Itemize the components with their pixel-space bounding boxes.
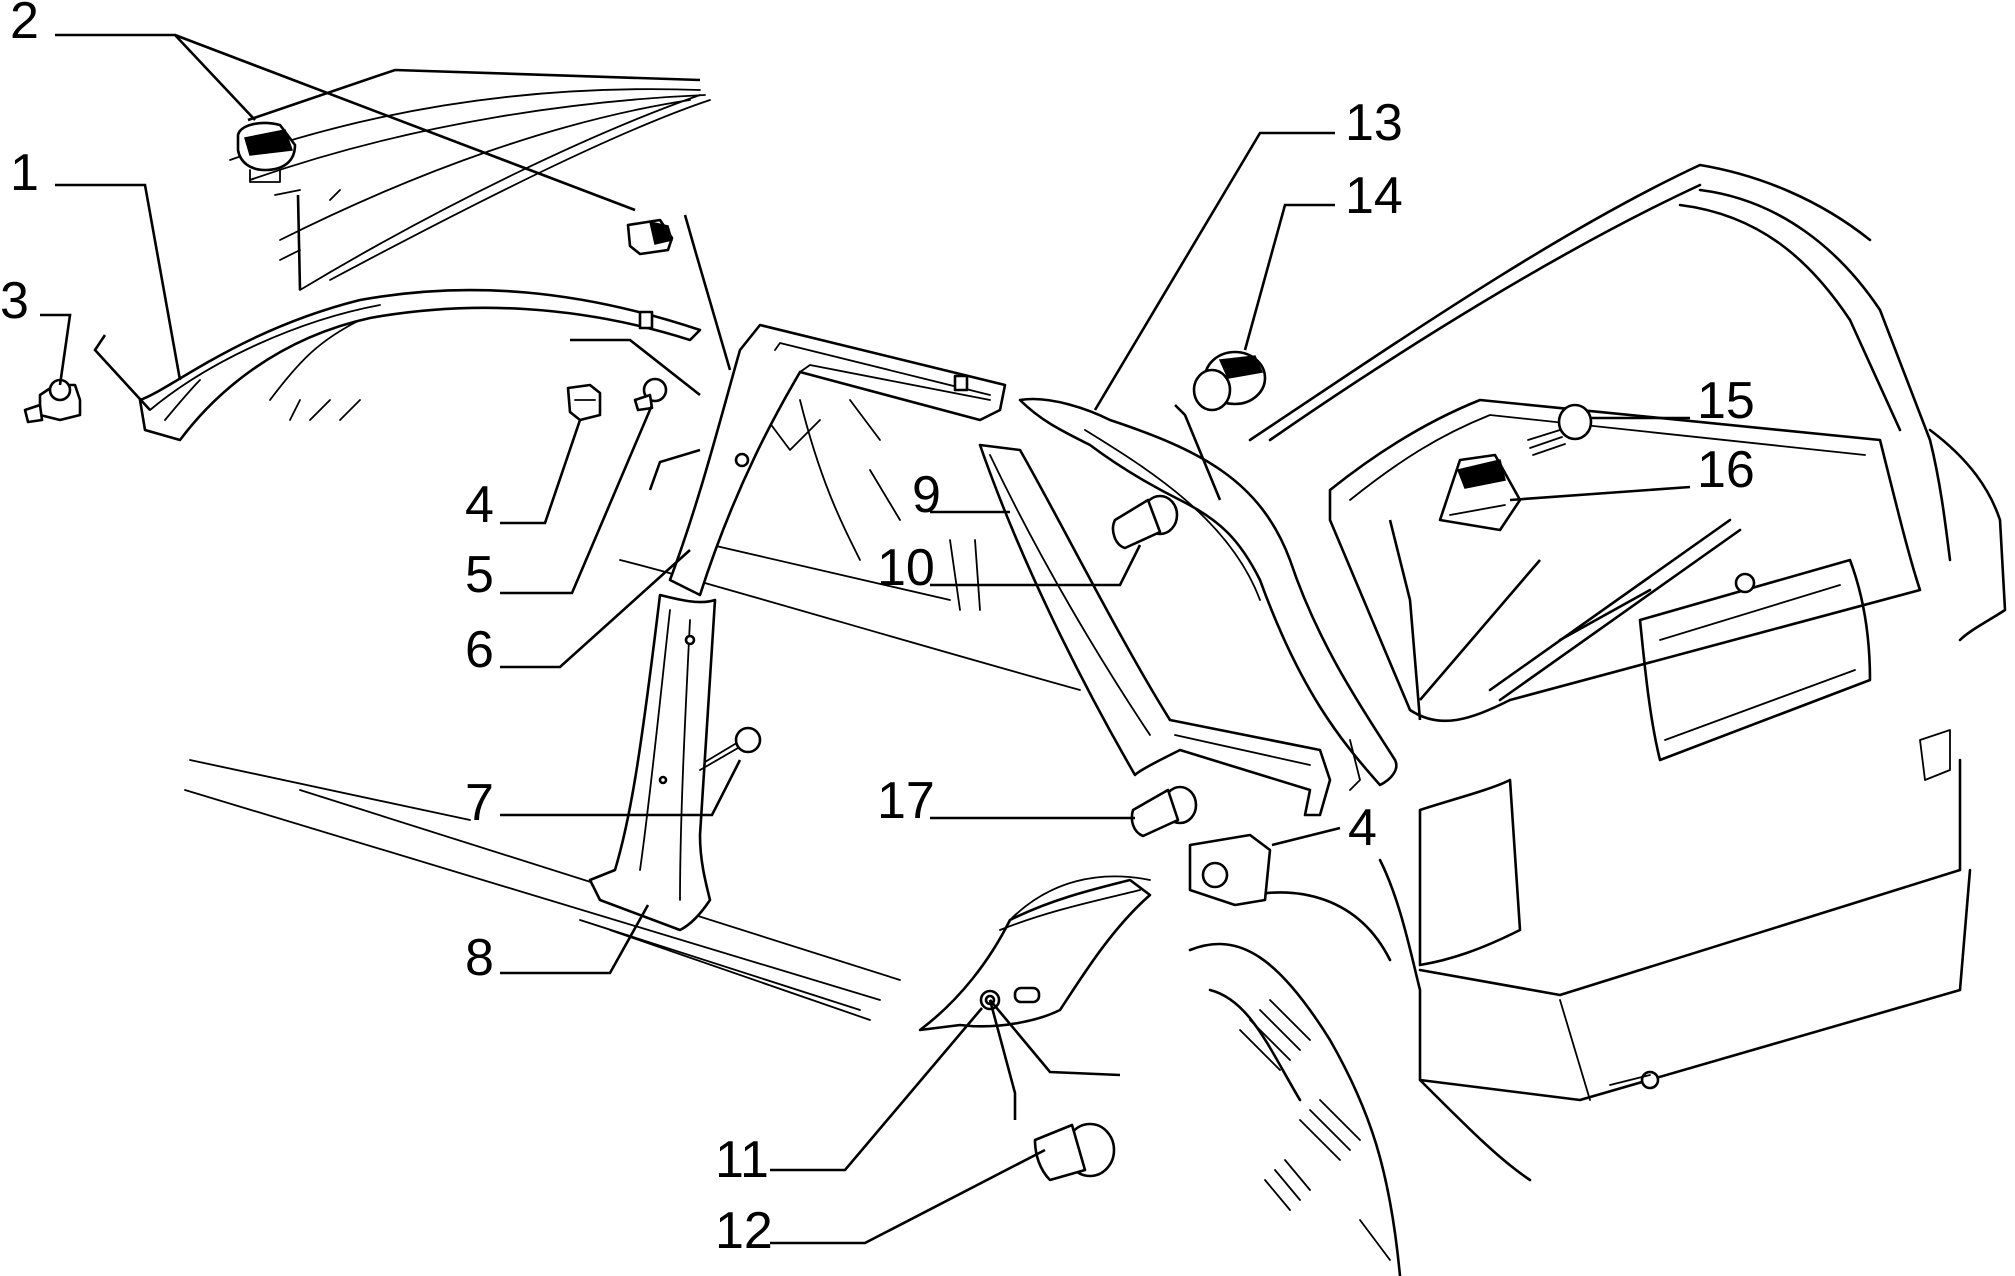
- part-1-a-pillar-trim: [138, 288, 702, 442]
- callout-4-right: 4: [1348, 799, 1377, 857]
- callout-8: 8: [465, 929, 494, 987]
- leader-lines: [40, 33, 1691, 1245]
- part-9-c-pillar-trim: [978, 443, 1332, 817]
- callout-7: 7: [465, 774, 494, 832]
- part-4-clip-right: [1188, 833, 1272, 907]
- callout-15: 15: [1697, 372, 1755, 430]
- callout-16: 16: [1697, 441, 1755, 499]
- callout-3: 3: [0, 272, 29, 330]
- part-4-clip-left: [566, 383, 602, 422]
- callout-2: 2: [10, 0, 39, 50]
- part-8-pillar-lower-trim: [588, 593, 717, 932]
- callout-10: 10: [877, 539, 935, 597]
- part-6-pillar-upper-trim: [668, 323, 1007, 597]
- callout-6: 6: [465, 621, 494, 679]
- callout-13: 13: [1345, 94, 1403, 152]
- callout-11: 11: [715, 1131, 769, 1189]
- callout-5: 5: [465, 546, 494, 604]
- part-13-d-pillar-trim: [1018, 397, 1398, 791]
- part-5-screw: [633, 377, 668, 412]
- callout-9: 9: [912, 466, 941, 524]
- callout-12: 12: [715, 1202, 773, 1260]
- callout-1: 1: [10, 144, 39, 202]
- callout-4-left: 4: [465, 476, 494, 534]
- part-2-clip-right: [626, 218, 674, 256]
- callout-labels: 2 1 3 4 5 6 7 8 9 10 11 12 13 14 15 16 1…: [0, 0, 1755, 1260]
- part-3-push-pin: [23, 378, 82, 424]
- part-17-plug: [1130, 785, 1198, 838]
- part-10-plug: [1111, 494, 1179, 550]
- callout-14: 14: [1345, 167, 1403, 225]
- callout-17: 17: [877, 772, 935, 830]
- part-11-wheel-arch-trim: [918, 878, 1152, 1032]
- part-2-clip-top: [236, 121, 297, 183]
- part-7-screw: [699, 726, 762, 771]
- part-16-clip: [1438, 453, 1522, 532]
- part-14-grommet: [1192, 350, 1267, 412]
- part-12-plug: [1033, 1122, 1116, 1182]
- part-15-screw: [1527, 403, 1593, 456]
